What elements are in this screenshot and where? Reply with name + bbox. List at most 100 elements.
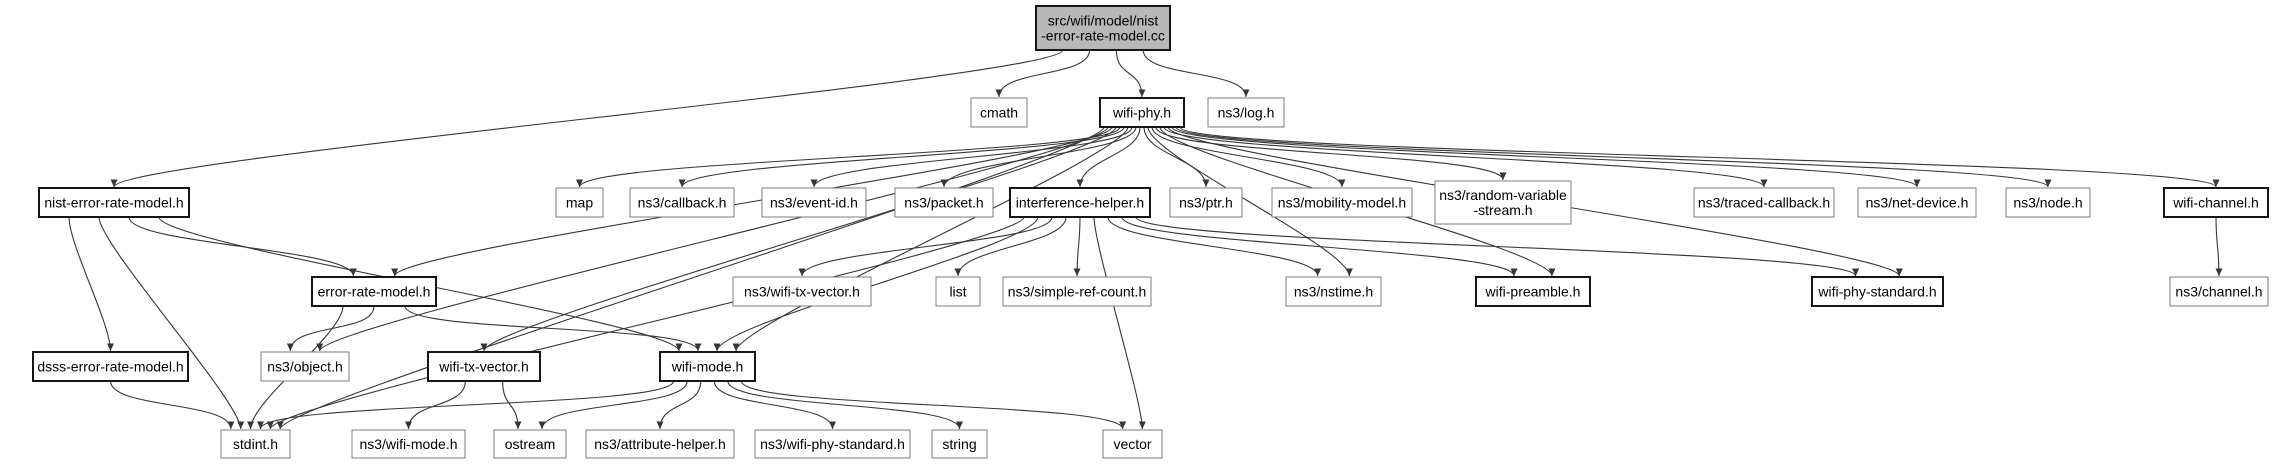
include-edge-ih-phystd (1135, 216, 1859, 277)
node-label: ns3/random-variable (1439, 187, 1567, 203)
node-label: cmath (980, 105, 1018, 121)
node-label: ns3/event-id.h (770, 195, 858, 211)
graph-node-ostream: ostream (493, 429, 567, 459)
graph-node-ns3_txvec[interactable]: ns3/wifi-tx-vector.h (732, 276, 872, 307)
include-edge-wifi_phy-wmode (732, 126, 1129, 352)
include-edge-dsss-stdint (109, 380, 235, 430)
node-box (894, 187, 994, 218)
node-box (1811, 276, 1944, 307)
node-label: wifi-mode.h (671, 359, 744, 375)
node-box (935, 276, 981, 307)
graph-node-callback[interactable]: ns3/callback.h (629, 187, 735, 218)
graph-node-wmode[interactable]: wifi-mode.h (659, 351, 756, 382)
graph-node-attr_helper[interactable]: ns3/attribute-helper.h (585, 429, 735, 459)
node-box (1099, 97, 1185, 128)
graph-node-channel[interactable]: ns3/channel.h (2169, 276, 2269, 307)
graph-node-rvs[interactable]: ns3/random-variable-stream.h (1434, 180, 1572, 225)
node-box (1207, 97, 1285, 128)
node-box (585, 429, 735, 459)
include-edge-wifi_phy-stdint (276, 126, 1105, 430)
graph-node-preamble[interactable]: wifi-preamble.h (1475, 276, 1591, 307)
include-edge-wifi_phy-node (1175, 126, 2052, 188)
include-edge-root-cmath (995, 49, 1091, 98)
graph-node-ns3_wmode[interactable]: ns3/wifi-mode.h (351, 429, 466, 459)
include-edge-wmode-ns3_phystd (713, 380, 836, 430)
graph-node-node[interactable]: ns3/node.h (2005, 187, 2091, 218)
node-box (1002, 276, 1152, 307)
graph-node-wifi_channel[interactable]: wifi-channel.h (2163, 187, 2269, 218)
node-box (32, 351, 189, 382)
node-label: vector (1113, 436, 1151, 452)
graph-node-ptr[interactable]: ns3/ptr.h (1169, 187, 1243, 218)
node-box (732, 276, 872, 307)
include-edge-txvec-ns3_wmode (405, 380, 466, 430)
node-label: ns3/wifi-phy-standard.h (760, 436, 905, 452)
graph-node-erm[interactable]: error-rate-model.h (311, 276, 437, 307)
graph-node-event_id[interactable]: ns3/event-id.h (761, 187, 867, 218)
node-label: ns3/simple-ref-count.h (1008, 284, 1147, 300)
node-box (1475, 276, 1591, 307)
node-box (659, 351, 756, 382)
graph-node-list: list (935, 276, 981, 307)
include-edge-wmode-stdint (257, 380, 675, 430)
node-box (970, 97, 1028, 128)
node-label: interference-helper.h (1016, 195, 1144, 211)
graph-node-object[interactable]: ns3/object.h (260, 351, 350, 382)
include-edge-root-log (1142, 49, 1250, 98)
node-label: ns3/callback.h (638, 195, 727, 211)
include-edge-wmode-vector (740, 380, 1127, 430)
graph-node-nstime[interactable]: ns3/nstime.h (1285, 276, 1382, 307)
include-edge-ih-ns3_txvec (798, 216, 1053, 277)
node-box (1271, 187, 1413, 218)
node-box (427, 351, 541, 382)
graph-node-wifi_phy[interactable]: wifi-phy.h (1099, 97, 1185, 128)
graph-node-ns3_phystd[interactable]: ns3/wifi-phy-standard.h (754, 429, 911, 459)
include-edge-wifi_phy-mobility (1151, 126, 1346, 188)
node-label: string (942, 436, 976, 452)
include-edge-wifi_phy-net_device (1171, 126, 1921, 188)
include-edge-wmode-string (727, 380, 963, 430)
graph-node-map: map (555, 187, 604, 218)
graph-node-nist_erm[interactable]: nist-error-rate-model.h (38, 187, 190, 218)
node-label: error-rate-model.h (318, 284, 431, 300)
include-edge-wifi_phy-packet (940, 126, 1137, 188)
node-box (555, 187, 604, 218)
graph-node-src[interactable]: ns3/simple-ref-count.h (1002, 276, 1152, 307)
nodes-layer: src/wifi/model/nist-error-rate-model.cc c… (32, 5, 2269, 459)
graph-node-vector: vector (1102, 429, 1163, 459)
include-edge-root-wifi_phy (1115, 49, 1146, 98)
include-edge-ih-list (954, 216, 1067, 277)
graph-node-dsss[interactable]: dsss-error-rate-model.h (32, 351, 189, 382)
graph-node-packet[interactable]: ns3/packet.h (894, 187, 994, 218)
include-edge-wifi_phy-erm (391, 126, 1113, 277)
graph-node-traced_cb[interactable]: ns3/traced-callback.h (1693, 187, 1835, 218)
graph-node-mobility[interactable]: ns3/mobility-model.h (1271, 187, 1413, 218)
include-edge-wifi_phy-traced_cb (1163, 126, 1768, 188)
node-box (1102, 429, 1163, 459)
node-box (1857, 187, 1977, 218)
graph-node-ih[interactable]: interference-helper.h (1009, 187, 1151, 218)
node-label: src/wifi/model/nist (1048, 13, 1159, 29)
node-box (220, 429, 291, 459)
node-box (629, 187, 735, 218)
include-edge-ih-src (1073, 216, 1081, 277)
include-edge-wifi_phy-nstime (1147, 126, 1353, 277)
node-box (260, 351, 350, 382)
node-box (1009, 187, 1151, 218)
graph-node-net_device[interactable]: ns3/net-device.h (1857, 187, 1977, 218)
include-edge-wifi_phy-callback (678, 126, 1125, 188)
node-label: ns3/attribute-helper.h (594, 436, 726, 452)
node-label: ns3/traced-callback.h (1698, 195, 1830, 211)
include-edge-wifi_phy-ptr (1143, 126, 1210, 188)
graph-node-string: string (931, 429, 988, 459)
graph-node-phystd[interactable]: wifi-phy-standard.h (1811, 276, 1944, 307)
include-edge-wifi_phy-event_id (810, 126, 1133, 188)
graph-node-txvec[interactable]: wifi-tx-vector.h (427, 351, 541, 382)
graph-node-log[interactable]: ns3/log.h (1207, 97, 1285, 128)
node-label: -stream.h (1473, 202, 1532, 218)
node-box (1035, 5, 1171, 51)
node-box (1285, 276, 1382, 307)
include-edge-nist_erm-stdint (98, 216, 245, 430)
graph-node-root: src/wifi/model/nist-error-rate-model.cc (1035, 5, 1171, 51)
